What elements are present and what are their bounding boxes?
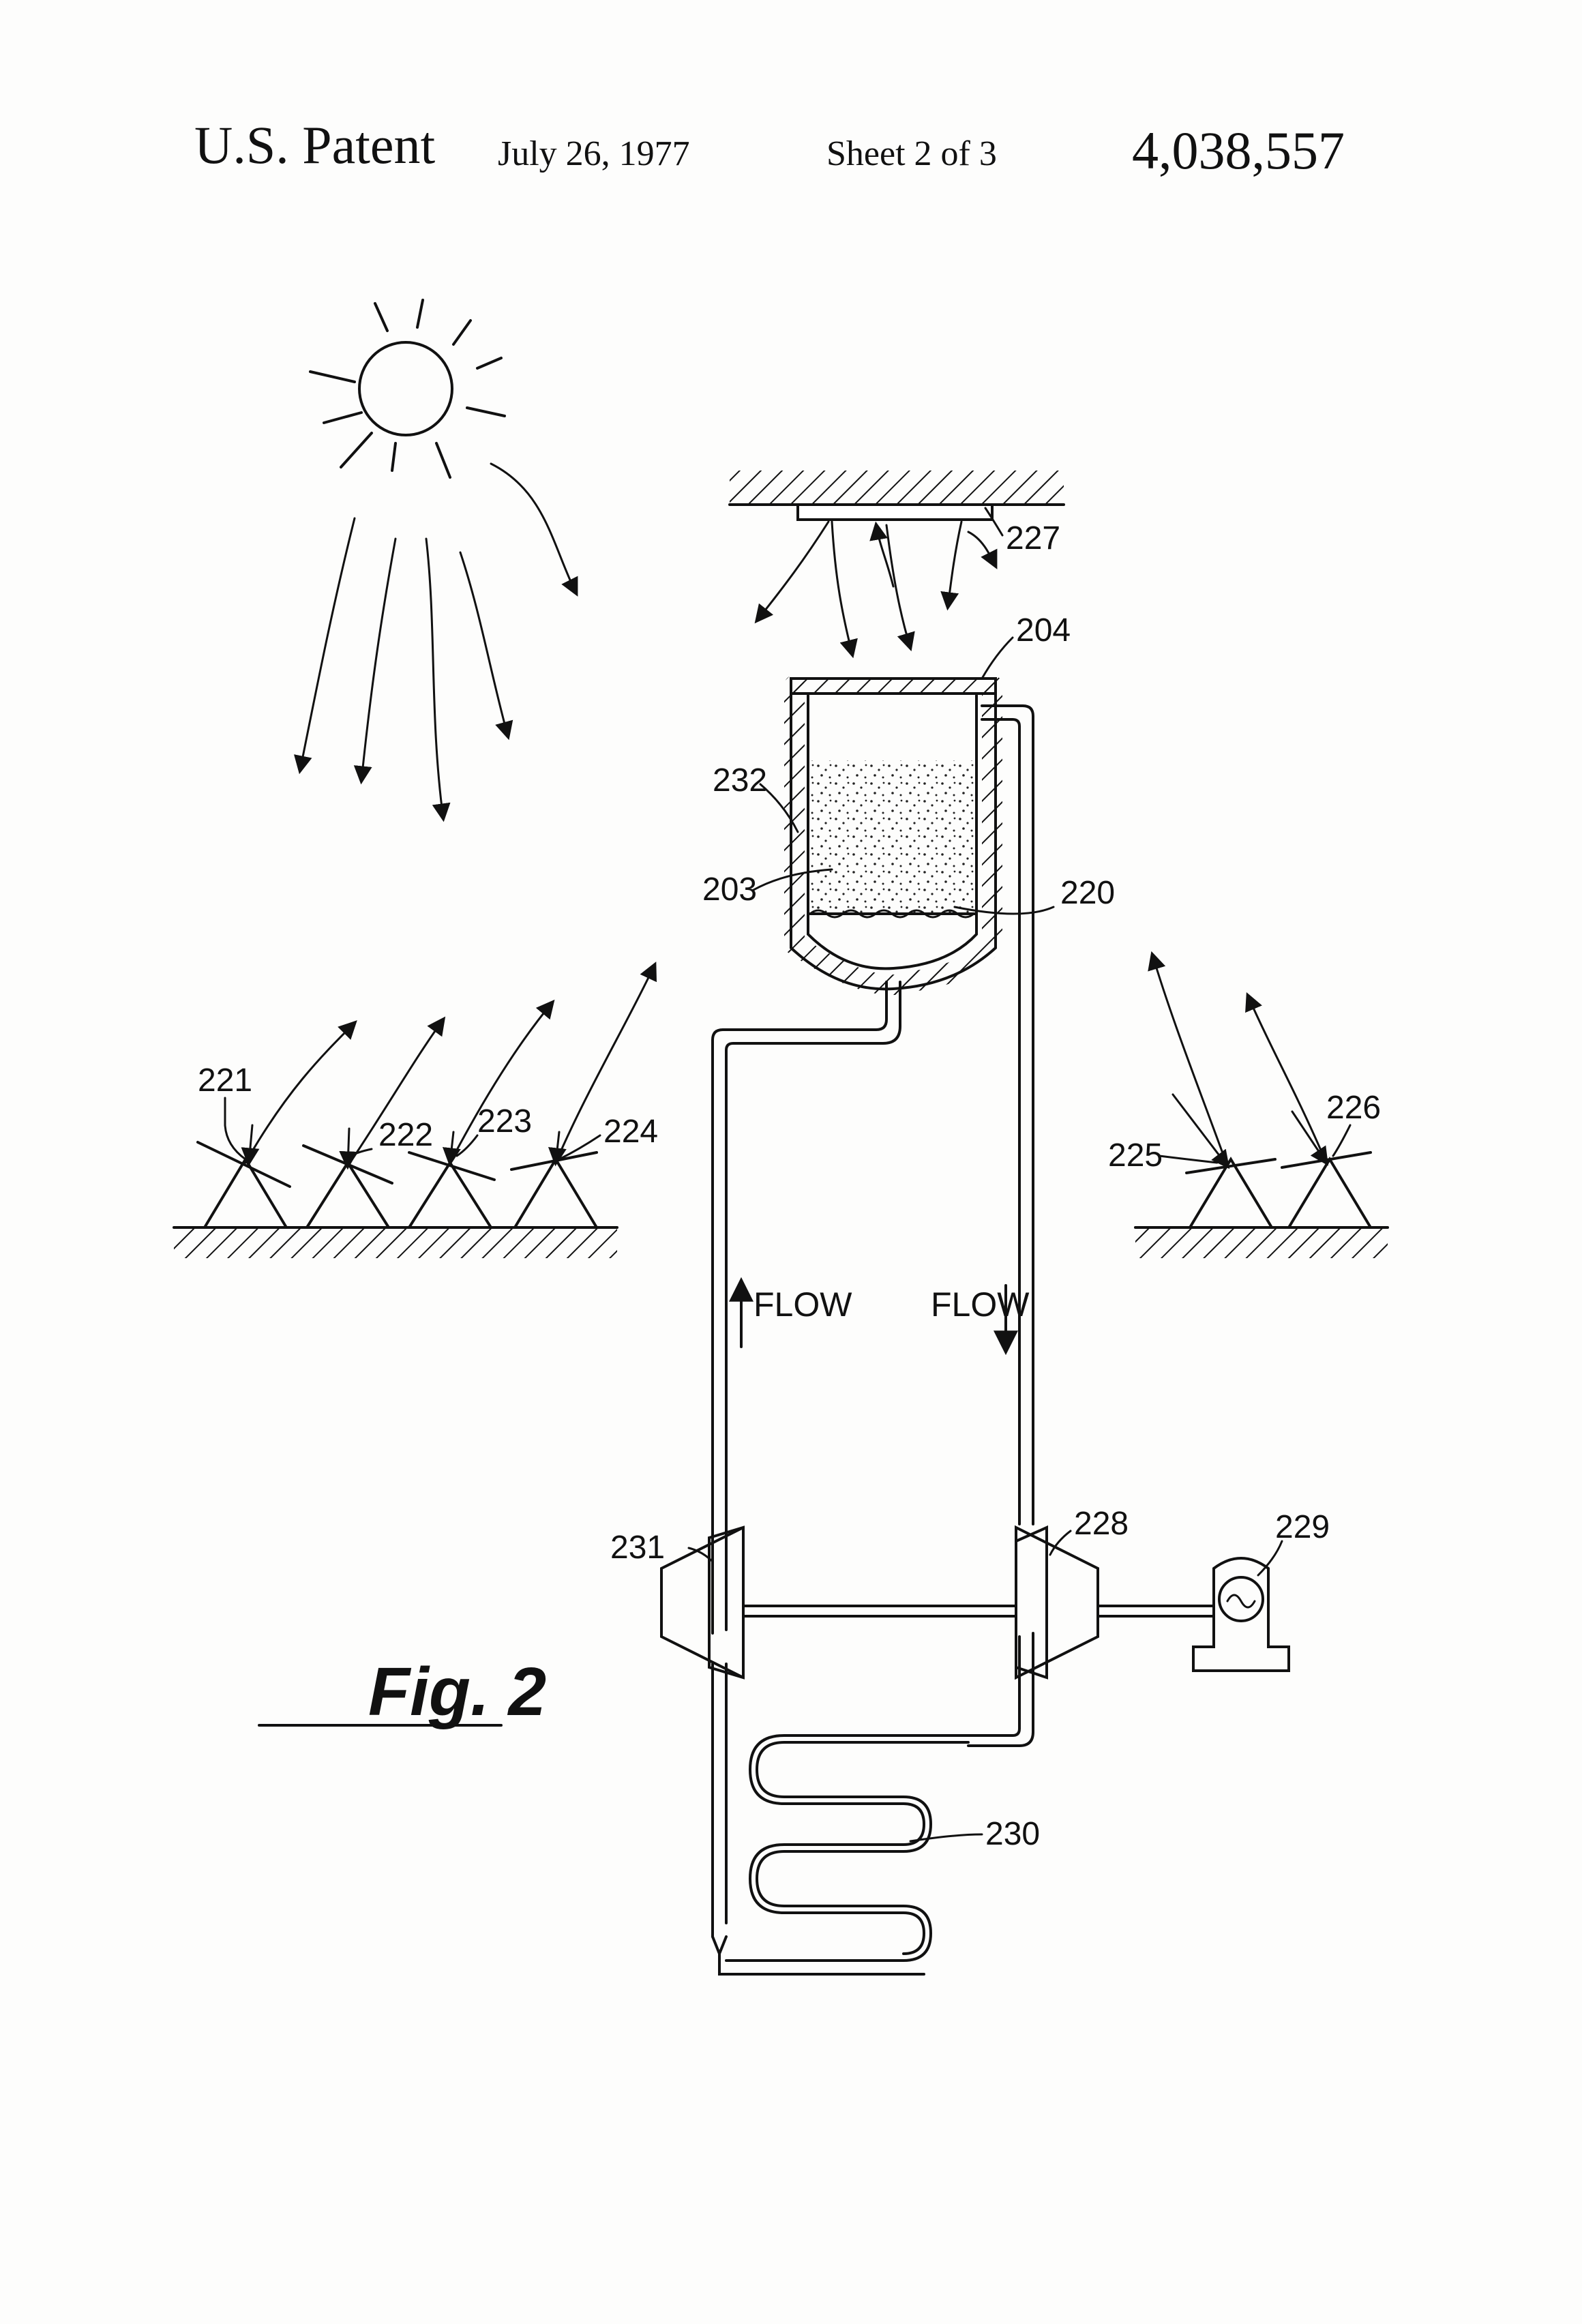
label-228: 228 — [1074, 1506, 1129, 1542]
ground-left — [174, 1227, 617, 1258]
label-229: 229 — [1275, 1509, 1330, 1545]
label-222: 222 — [378, 1117, 433, 1153]
label-224: 224 — [603, 1114, 658, 1150]
label-203: 203 — [702, 872, 757, 908]
figure-caption: Fig. 2 — [368, 1654, 546, 1730]
label-227: 227 — [1006, 520, 1060, 556]
ceiling-hatched — [730, 471, 1064, 520]
generator-229 — [1193, 1558, 1289, 1671]
label-223: 223 — [477, 1103, 532, 1139]
sun-rays — [300, 464, 576, 818]
label-226: 226 — [1326, 1090, 1381, 1126]
pump-231 — [661, 1528, 743, 1678]
label-flow-down: FLOW — [931, 1285, 1030, 1324]
heliostats-left — [198, 1142, 597, 1227]
label-225: 225 — [1108, 1137, 1163, 1174]
label-220: 220 — [1060, 875, 1115, 911]
sun-icon — [310, 300, 505, 477]
label-221: 221 — [198, 1062, 252, 1099]
ceiling-rays — [757, 522, 996, 655]
label-231: 231 — [610, 1530, 665, 1566]
heliostat-rays-right — [1152, 955, 1326, 1166]
receiver-vessel — [791, 679, 996, 989]
heliostat-rays-left — [245, 965, 655, 1166]
condenser-coil — [726, 1735, 968, 1961]
shaft — [743, 1606, 1214, 1616]
heliostats-right — [1186, 1152, 1371, 1227]
label-232: 232 — [713, 762, 767, 799]
turbine-228 — [1016, 1528, 1098, 1678]
label-flow-up: FLOW — [753, 1285, 852, 1324]
ground-right — [1135, 1227, 1388, 1258]
label-204: 204 — [1016, 612, 1071, 649]
label-230: 230 — [985, 1816, 1040, 1852]
